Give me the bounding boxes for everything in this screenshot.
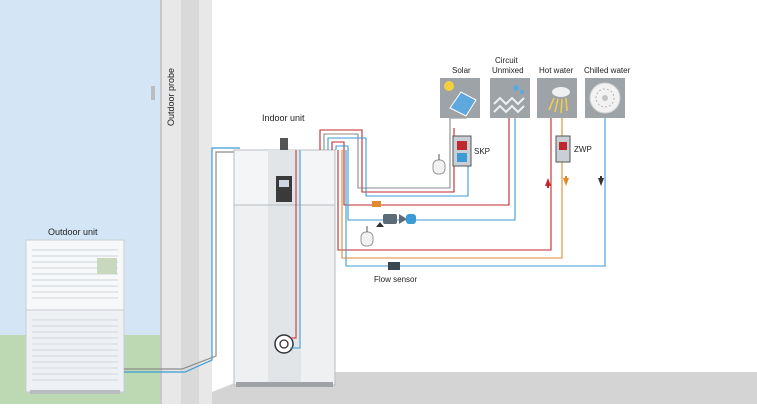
radiator-icon <box>493 96 525 114</box>
zwp-station <box>555 135 571 163</box>
indoor-unit <box>233 138 336 387</box>
solar-box <box>440 78 480 118</box>
outdoor-probe-sensor <box>151 86 155 100</box>
outdoor-connection-lines <box>124 147 240 373</box>
distribution-pipes <box>319 110 606 267</box>
zwp-label: ZWP <box>574 145 592 154</box>
skp-label: SKP <box>474 147 490 156</box>
solar-label: Solar <box>452 66 471 75</box>
outdoor-probe-label: Outdoor probe <box>166 68 176 126</box>
indoor-unit-label: Indoor unit <box>262 113 305 123</box>
chilled-water-label: Chilled water <box>584 66 631 75</box>
shower-icon <box>548 87 570 114</box>
outdoor-unit-logo <box>97 258 117 274</box>
expansion-vessel-icon <box>360 226 374 247</box>
hot-water-box <box>537 78 577 118</box>
flow-sensor-icon <box>388 262 400 270</box>
flow-sensor-label: Flow sensor <box>374 275 417 284</box>
expansion-vessel-skp-icon <box>432 154 446 175</box>
circuit-box <box>490 78 530 118</box>
indoor-internal-lines <box>290 150 301 349</box>
outdoor-unit <box>25 239 125 394</box>
sun-icon <box>444 81 454 91</box>
hot-water-label: Hot water <box>539 66 574 75</box>
floor <box>212 372 757 404</box>
skp-station <box>452 135 472 167</box>
indoor-circulator-pump-icon <box>274 334 294 354</box>
circuit-label-2: Unmixed <box>492 66 524 75</box>
chilled-ceiling-icon <box>589 82 621 114</box>
outdoor-unit-label: Outdoor unit <box>48 227 98 237</box>
indoor-unit-display <box>276 176 292 202</box>
solar-panel-icon <box>449 91 477 117</box>
mixing-valve-group <box>372 201 416 227</box>
chilled-water-box <box>585 78 625 118</box>
circuit-label-1: Circuit <box>495 56 518 65</box>
flow-arrows <box>545 176 604 188</box>
